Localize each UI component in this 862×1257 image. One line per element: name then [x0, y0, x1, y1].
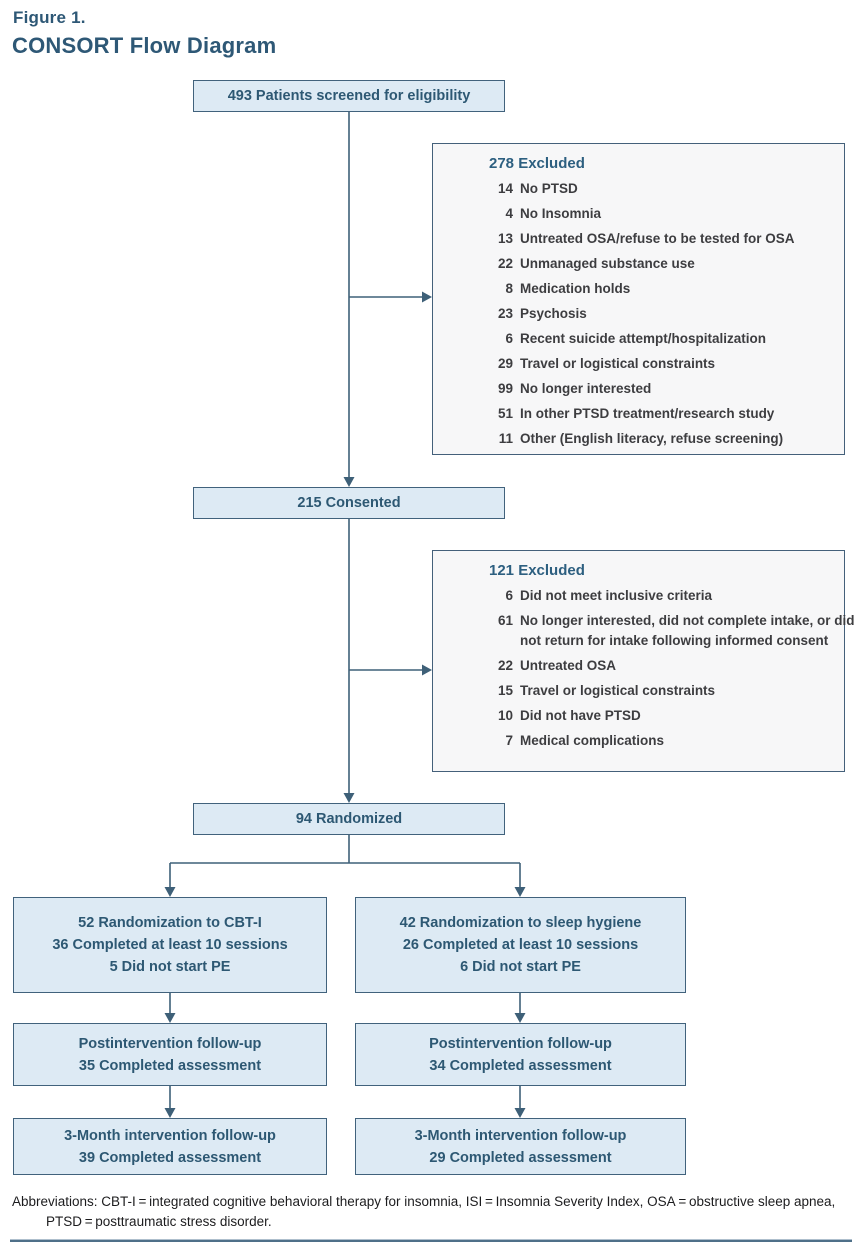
arrowhead-down-m3right — [514, 1108, 526, 1118]
arrowhead-down-m3left — [164, 1108, 176, 1118]
figure-title: CONSORT Flow Diagram — [12, 33, 277, 58]
post-left-line: Postintervention follow-up — [78, 1035, 262, 1052]
box-month3-left: 3-Month intervention follow-up 39 Comple… — [13, 1118, 327, 1175]
arrowhead-down-postleft — [164, 1013, 176, 1023]
excluded-2-heading: 121 Excluded — [489, 562, 585, 579]
arrowhead-right-excluded2 — [422, 664, 432, 676]
arrowhead-down-consented — [343, 477, 355, 487]
arrowhead-down-randomized — [343, 793, 355, 803]
arrowhead-right-excluded1 — [422, 291, 432, 303]
month3-left-line: 39 Completed assessment — [78, 1149, 262, 1166]
figure-label: Figure 1. — [13, 8, 86, 27]
arm-cbti-line: 36 Completed at least 10 sessions — [52, 937, 288, 953]
abbreviations-note: Abbreviations: CBT-I = integrated cognit… — [12, 1194, 836, 1230]
bottom-rule — [10, 1239, 852, 1242]
box-screened: 493 Patients screened for eligibility — [193, 80, 505, 112]
box-arm-sleep-hygiene: 42 Randomization to sleep hygiene 26 Com… — [355, 897, 686, 993]
box-post-left: Postintervention follow-up 35 Completed … — [13, 1023, 327, 1086]
box-consented: 215 Consented — [193, 487, 505, 519]
arm-sleep-line: 6 Did not start PE — [460, 959, 581, 975]
post-left-line: 35 Completed assessment — [78, 1057, 262, 1074]
arm-cbti-line: 5 Did not start PE — [109, 959, 231, 975]
excluded-1-heading: 278 Excluded — [489, 155, 585, 172]
post-right-line: 34 Completed assessment — [429, 1057, 612, 1074]
box-randomized: 94 Randomized — [193, 803, 505, 835]
arrowhead-down-armright — [514, 887, 526, 897]
arm-sleep-line: 26 Completed at least 10 sessions — [402, 937, 639, 953]
month3-right-line: 3-Month intervention follow-up — [414, 1127, 627, 1144]
arm-sleep-line: 42 Randomization to sleep hygiene — [399, 915, 642, 931]
box-post-right: Postintervention follow-up 34 Completed … — [355, 1023, 686, 1086]
month3-right-line: 29 Completed assessment — [429, 1149, 612, 1166]
arrowhead-down-postright — [514, 1013, 526, 1023]
arrowhead-down-armleft — [164, 887, 176, 897]
arm-cbti-line: 52 Randomization to CBT-I — [78, 915, 262, 931]
box-month3-right: 3-Month intervention follow-up 29 Comple… — [355, 1118, 686, 1175]
box-arm-cbti: 52 Randomization to CBT-I 36 Completed a… — [13, 897, 327, 993]
month3-left-line: 3-Month intervention follow-up — [64, 1127, 276, 1144]
post-right-line: Postintervention follow-up — [429, 1035, 612, 1052]
